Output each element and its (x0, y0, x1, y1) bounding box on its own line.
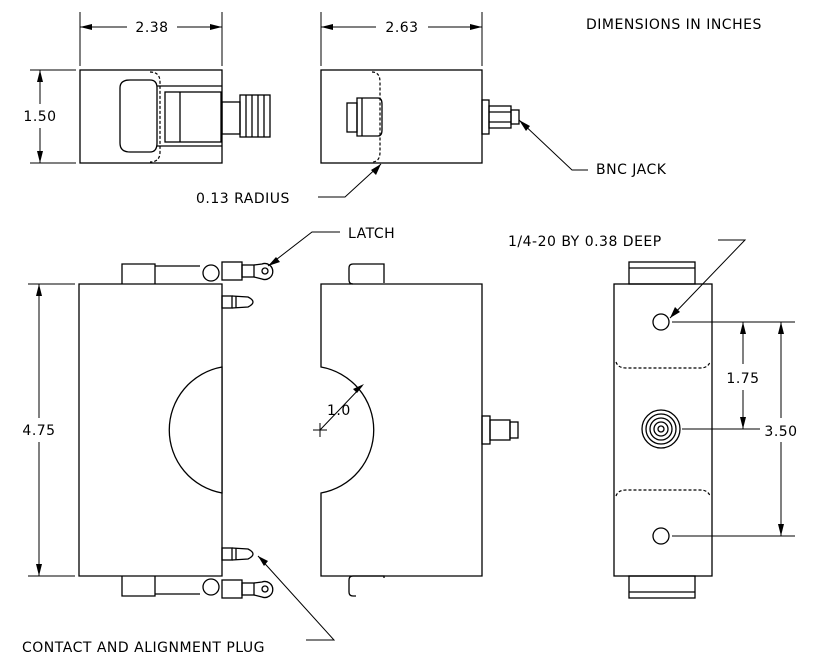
callout-label-corner-radius: 0.13 RADIUS (196, 191, 290, 207)
top-left-latch-block (164, 91, 222, 143)
bnc-body (488, 105, 512, 129)
callout-label-bnc-jack: BNC JACK (596, 162, 667, 178)
bnc-tip (510, 109, 520, 125)
dim-2-63: 2.63 (320, 12, 483, 66)
front-right-body (320, 283, 483, 577)
dim-label-top-height: 1.50 (23, 109, 56, 125)
callout-tapped-hole: 1/4-20 BY 0.38 DEEP (508, 234, 747, 319)
dim-label-top-left-width: 2.38 (135, 20, 168, 36)
callout-bnc-jack: BNC JACK (518, 119, 667, 178)
plug-top (231, 295, 254, 309)
tapped-hole-top (652, 313, 670, 331)
front-left-half-cutout (168, 366, 223, 494)
dim-4-75: 4.75 (22, 283, 75, 577)
front-right-bnc (509, 421, 519, 439)
dim-label-cutout-radius: 1.0 (327, 403, 351, 419)
dim-label-hole-spacing-inner: 1.75 (726, 371, 759, 387)
side-bnc-outer (641, 409, 681, 449)
callout-label-contact-plug: CONTACT AND ALIGNMENT PLUG (22, 640, 265, 656)
dim-2-38: 2.38 (79, 12, 223, 66)
latch-pivot-bottom (202, 578, 220, 596)
bnc-flange (481, 99, 490, 135)
dim-3-50: 3.50 (672, 321, 797, 537)
callout-label-tapped-hole: 1/4-20 BY 0.38 DEEP (508, 234, 662, 250)
front-right-top-clip (348, 263, 385, 283)
callout-corner-radius: 0.13 RADIUS (196, 163, 382, 207)
top-right-connector-housing (356, 97, 383, 137)
top-view-right (320, 69, 520, 164)
top-right-body (320, 69, 483, 164)
callout-contact-plug: CONTACT AND ALIGNMENT PLUG (22, 555, 336, 656)
side-bnc-pin (657, 425, 665, 433)
dim-1-50: 1.50 (23, 69, 76, 164)
dim-label-hole-spacing-outer: 3.50 (764, 424, 797, 440)
top-left-handle (119, 79, 158, 153)
units-note: DIMENSIONS IN INCHES (586, 17, 762, 33)
dim-label-front-height: 4.75 (22, 423, 55, 439)
callout-latch: LATCH (267, 226, 395, 267)
top-right-dashed-boundary (371, 71, 381, 163)
top-left-dashed-boundary (149, 71, 161, 163)
callout-label-latch: LATCH (348, 226, 395, 242)
dim-1-75: 1.75 (672, 321, 760, 430)
top-left-latch-clip (239, 94, 271, 138)
front-view-left (78, 261, 274, 599)
front-right-bottom-clip (348, 575, 385, 592)
side-body (613, 283, 713, 577)
front-view-right: 1.0 (313, 263, 519, 597)
side-view (613, 261, 713, 599)
dim-label-top-right-width: 2.63 (385, 20, 418, 36)
radius-leader (319, 385, 363, 431)
top-view-left (79, 69, 271, 164)
tapped-hole-bottom (652, 527, 670, 545)
top-left-body (79, 69, 223, 164)
latch-pivot-top (202, 264, 220, 282)
plug-bottom (231, 547, 254, 561)
top-left-latch-plate (221, 101, 241, 135)
